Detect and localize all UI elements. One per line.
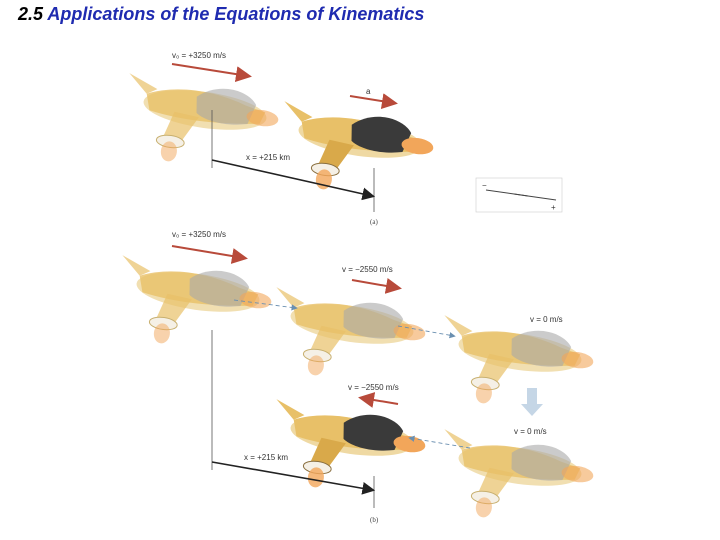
path-return <box>408 435 471 449</box>
v0-arrow-a <box>171 63 252 83</box>
axis-minus-label: − <box>482 181 487 190</box>
velocity-label-b2: v = 0 m/s <box>530 315 563 324</box>
accel-label-a: a <box>366 87 371 96</box>
accel-arrow-a <box>349 93 398 110</box>
path-forward-1 <box>233 299 298 311</box>
velocity-label-b3: v = −2550 m/s <box>348 383 399 392</box>
reversal-arrow <box>521 388 543 416</box>
panel-a: v₀ = +3250 m/s a x = +215 km (a) − + <box>117 51 563 226</box>
caption-a: (a) <box>370 218 378 226</box>
v0-label-b: v₀ = +3250 m/s <box>172 230 226 239</box>
displacement-label-b: x = +215 km <box>244 453 288 462</box>
spaceship-end-a <box>272 100 438 205</box>
velocity-arrow-b1 <box>351 278 402 294</box>
spaceship-b1 <box>110 254 276 359</box>
v0-arrow-b <box>171 245 248 264</box>
velocity-label-b1: v = −2550 m/s <box>342 265 393 274</box>
spaceship-b2 <box>264 286 430 391</box>
velocity-label-b4: v = 0 m/s <box>514 427 547 436</box>
displacement-arrow-a <box>211 159 376 201</box>
caption-b: (b) <box>370 516 379 524</box>
section-title: Applications of the Equations of Kinemat… <box>47 4 425 24</box>
slide-title: 2.5 Applications of the Equations of Kin… <box>18 4 424 25</box>
spaceship-b3 <box>432 314 598 419</box>
v0-label-a: v₀ = +3250 m/s <box>172 51 226 60</box>
path-forward-2 <box>397 325 456 339</box>
displacement-arrow-b <box>211 461 376 495</box>
axis-plus-label: + <box>551 203 556 212</box>
axis-direction-indicator: − + <box>475 177 563 213</box>
velocity-arrow-b3 <box>358 392 399 408</box>
panel-b: v₀ = +3250 m/s v = −2550 m/s v = 0 m/s v… <box>110 230 598 533</box>
section-number: 2.5 <box>18 4 44 24</box>
spaceship-b5 <box>432 428 598 533</box>
displacement-label-a: x = +215 km <box>246 153 290 162</box>
